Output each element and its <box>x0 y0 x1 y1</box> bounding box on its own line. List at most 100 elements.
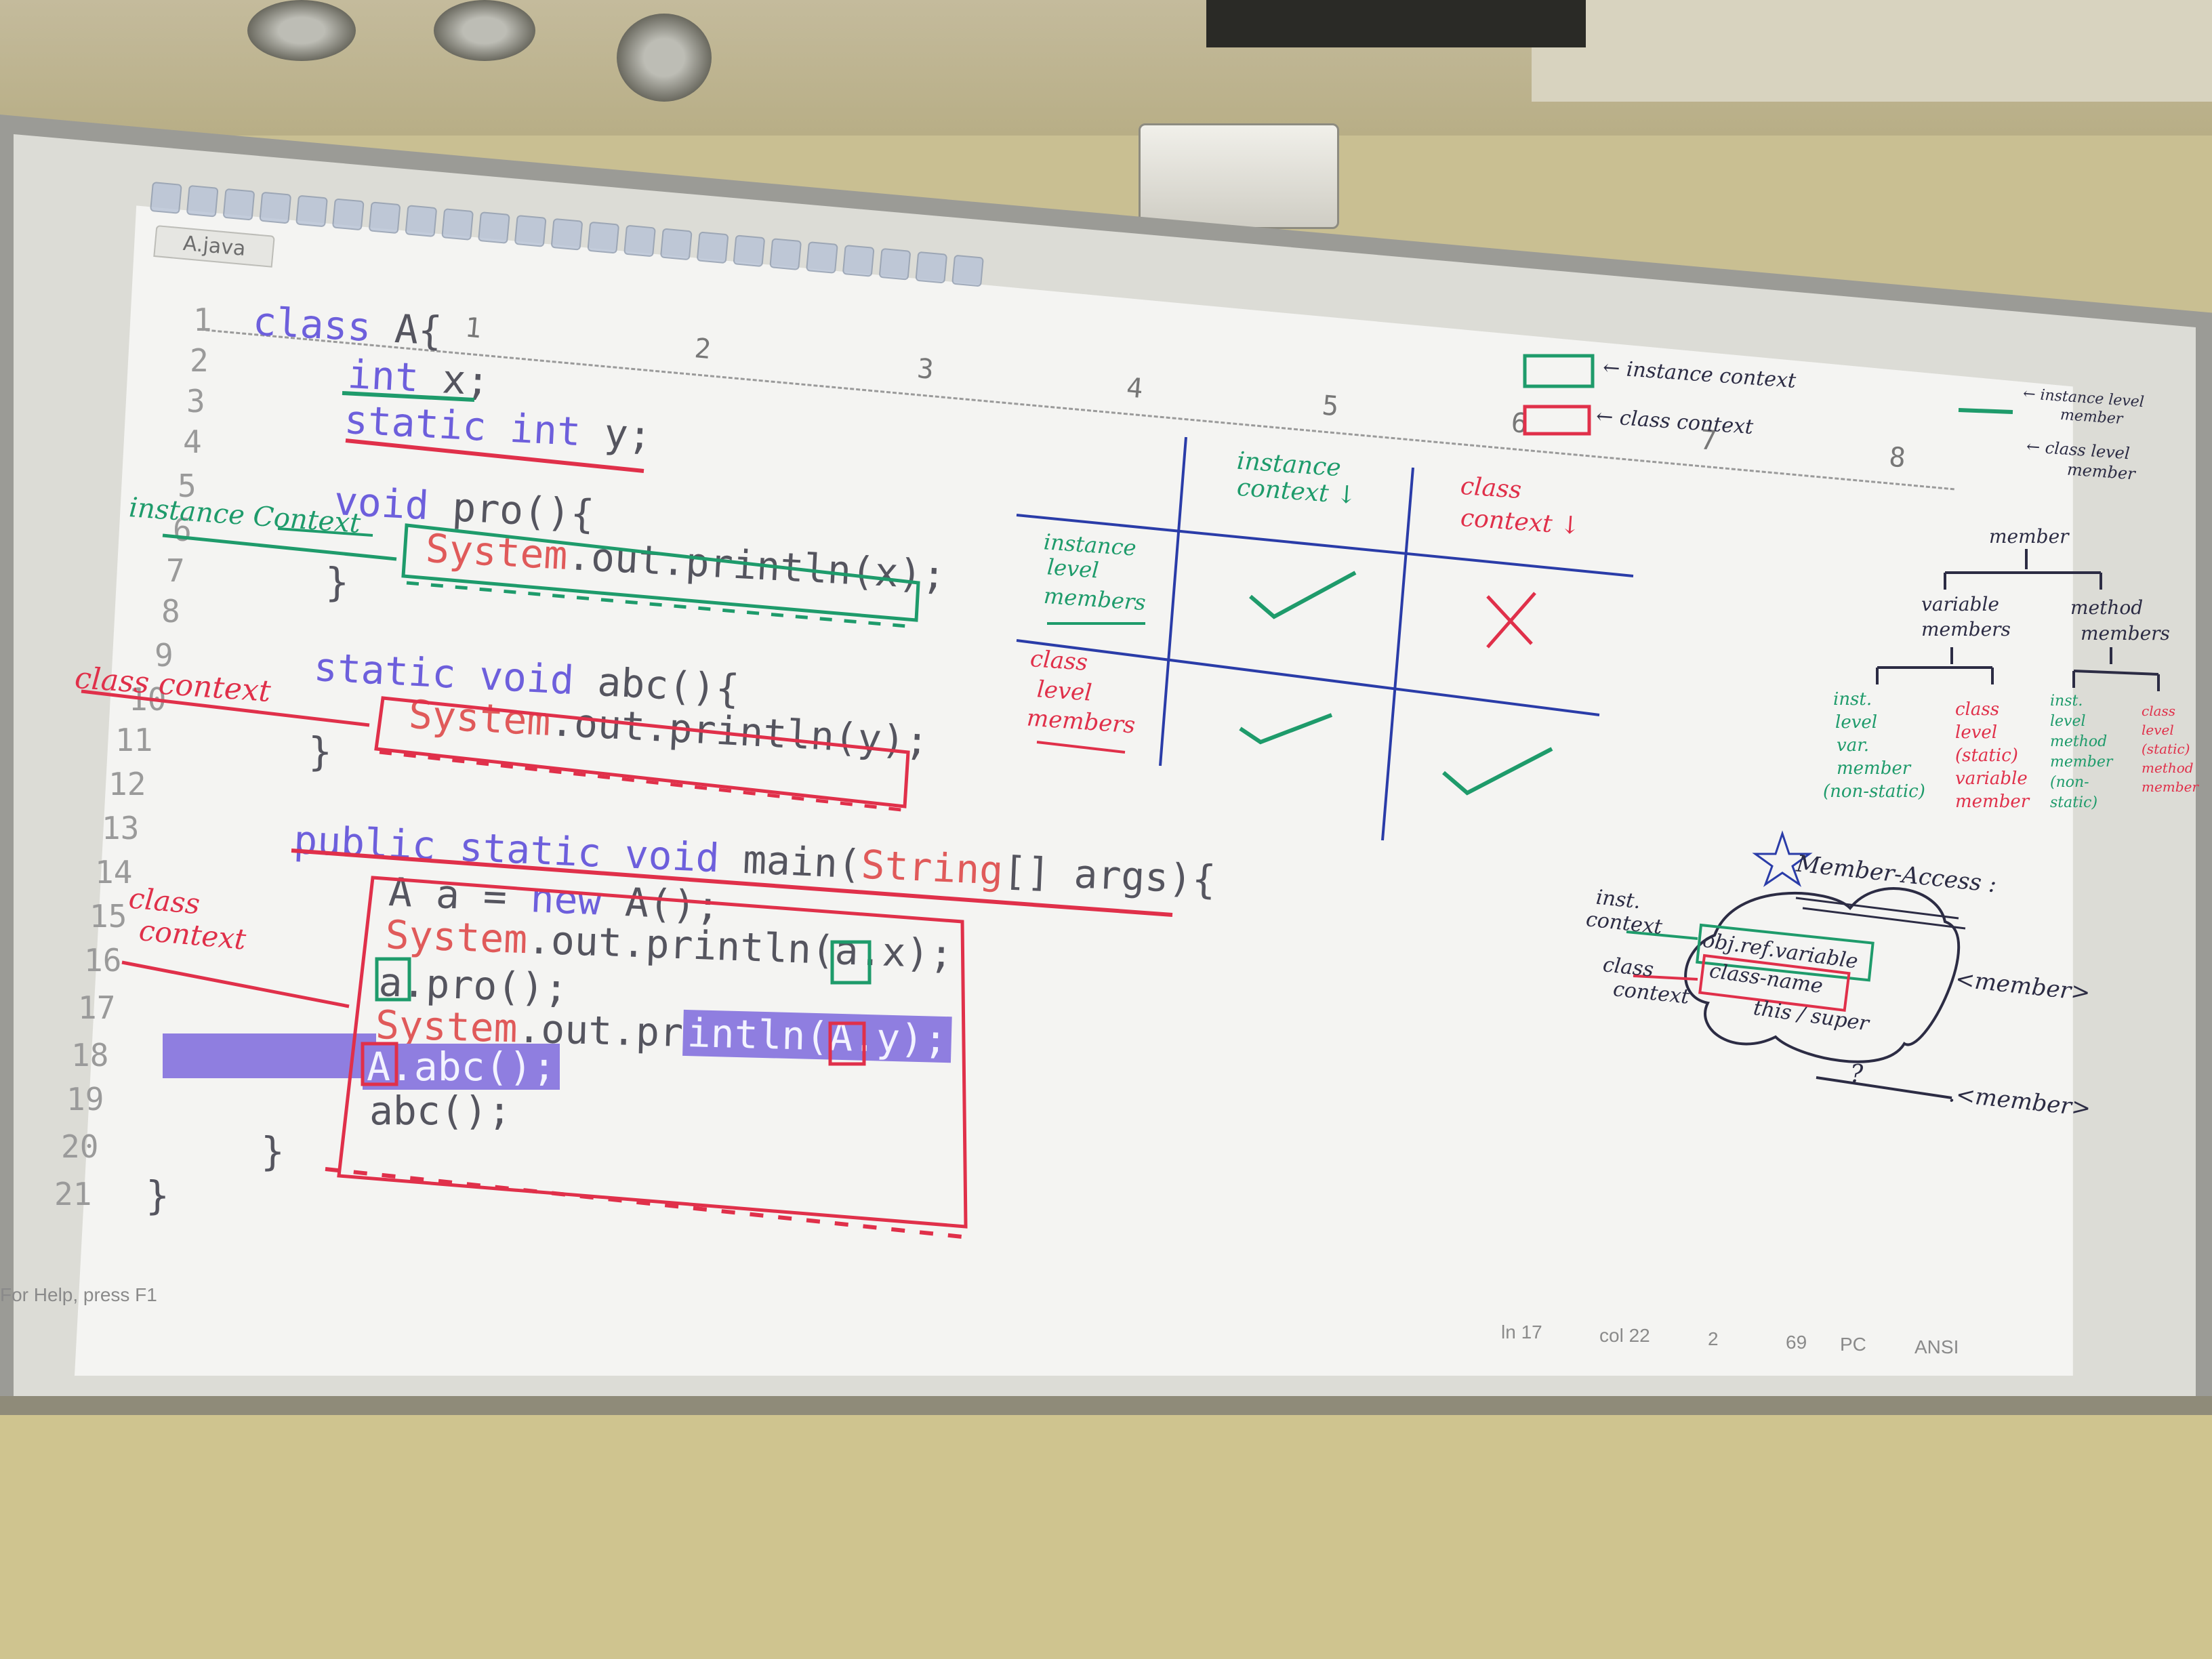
line-number: 16 <box>84 942 122 979</box>
leaf-line: (static) <box>2142 741 2190 757</box>
status-encoding: ANSI <box>1914 1336 1959 1357</box>
tree-leaf-class-method: class level (static) method member <box>2142 701 2198 796</box>
leaf-line: inst. <box>1833 689 1872 710</box>
table-header-class-a: class <box>1459 472 1523 505</box>
star-icon <box>1752 830 1813 887</box>
green-small-box <box>830 940 872 985</box>
green-arrow <box>1626 930 1698 940</box>
red-arrow <box>1633 975 1698 981</box>
green-access-box <box>1696 923 1875 982</box>
line-number: 20 <box>61 1128 99 1165</box>
leaf-line: (non- <box>2050 774 2089 791</box>
line-number: 9 <box>155 637 173 674</box>
status-mode: PC <box>1840 1334 1866 1355</box>
leaf-line: variable <box>1955 769 2028 789</box>
tree-root: member <box>1989 525 2069 548</box>
leaf-line: level <box>1835 712 1878 733</box>
code-line-11[interactable]: } <box>308 729 332 775</box>
cross-mark <box>1486 592 1536 649</box>
red-arrow <box>1036 741 1126 754</box>
line-number: 8 <box>161 593 180 630</box>
green-underline <box>342 391 475 402</box>
green-hatch <box>406 581 916 629</box>
label-class-context-main-a: class <box>127 881 202 921</box>
leaf-line: level <box>2050 713 2086 730</box>
red-access-box <box>1698 954 1851 1012</box>
code-line-20[interactable]: } <box>261 1128 285 1174</box>
line-number: 6 <box>173 512 192 548</box>
tree-line <box>1876 647 1994 684</box>
table-row-instance-b: level <box>1046 554 1100 583</box>
line-number: 19 <box>66 1081 104 1118</box>
marker-tray <box>0 1396 2212 1415</box>
tree-line <box>1944 549 2102 590</box>
legend-green-box <box>1523 354 1595 388</box>
code-line-7[interactable]: } <box>325 559 349 605</box>
leaf-line: (static) <box>1955 745 2018 766</box>
underline-line <box>1816 1076 1952 1099</box>
tree-method-a: method <box>2070 596 2144 619</box>
status-line: ln 17 <box>1501 1322 1542 1343</box>
code-line-19[interactable]: abc(); <box>369 1088 512 1134</box>
legend-green-line <box>1958 408 2013 414</box>
line-number: 2 <box>190 342 209 379</box>
tree-method-b: members <box>2081 622 2170 644</box>
red-hatch <box>325 1167 963 1239</box>
title-underline <box>1795 897 1966 930</box>
status-help: For Help, press F1 <box>0 1284 157 1305</box>
line-number: 4 <box>183 424 202 460</box>
table-line <box>1016 514 1634 577</box>
leaf-line: member <box>1955 792 2030 812</box>
selection-bar <box>163 1033 376 1078</box>
red-box <box>374 696 910 808</box>
red-arrow <box>121 960 350 1008</box>
ceiling-fixture <box>434 0 535 61</box>
table-line <box>1159 436 1187 766</box>
check-mark <box>1239 713 1333 745</box>
red-underline <box>345 438 644 473</box>
red-box <box>337 876 968 1229</box>
leaf-line: member <box>2050 754 2113 771</box>
green-box <box>401 523 920 622</box>
tree-line <box>2072 647 2160 691</box>
check-mark <box>1442 747 1553 796</box>
line-number: 17 <box>78 989 116 1026</box>
status-field: 2 <box>1708 1328 1719 1349</box>
table-row-class-a: class <box>1029 645 1089 676</box>
check-mark <box>1249 571 1357 619</box>
legend-red-box <box>1523 405 1591 436</box>
ceiling-fixture <box>617 14 712 102</box>
line-number: 18 <box>71 1037 109 1073</box>
tree-leaf-inst-method: inst. level method member (non- static) <box>2050 691 2112 813</box>
status-column: col 22 <box>1599 1325 1650 1346</box>
red-underline <box>291 848 1173 917</box>
line-number: 15 <box>89 898 127 935</box>
line-number: 11 <box>115 722 153 758</box>
leaf-line: (non-static) <box>1823 781 1925 802</box>
table-line <box>1016 639 1600 716</box>
leaf-line: class <box>1955 699 2000 720</box>
green-underline <box>277 527 373 537</box>
ceiling-fixture <box>247 0 356 61</box>
leaf-line: member <box>1837 758 1911 779</box>
leaf-line: inst. <box>2050 693 2083 710</box>
red-hatch <box>379 750 902 812</box>
leaf-line: member <box>2142 779 2198 795</box>
line-number: 5 <box>178 468 197 504</box>
code-line-21[interactable]: } <box>146 1172 169 1218</box>
line-number: 21 <box>54 1176 92 1212</box>
red-small-box <box>828 1021 866 1066</box>
green-arrow <box>162 533 397 561</box>
tree-variable-a: variable <box>1921 593 1999 615</box>
red-small-box <box>361 1042 398 1086</box>
red-arrow <box>81 689 370 727</box>
leaf-line: level <box>1955 722 1998 743</box>
table-row-class-b: level <box>1036 676 1093 707</box>
status-field: 69 <box>1786 1332 1807 1353</box>
leaf-line: var. <box>1837 735 1870 756</box>
table-line <box>1381 467 1414 841</box>
cloud-outline <box>1684 887 1961 1063</box>
ceiling-panel <box>1532 0 2212 102</box>
